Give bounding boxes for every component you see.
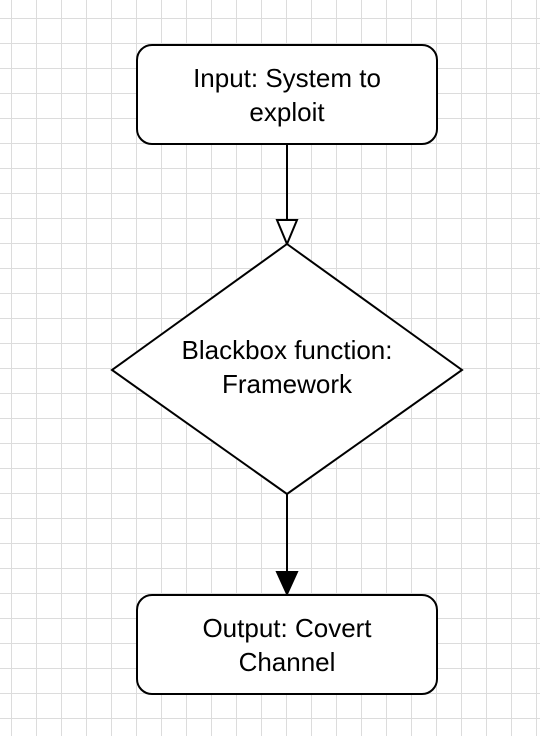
open-arrowhead-icon [275, 219, 299, 247]
output-node[interactable] [136, 594, 438, 695]
blackbox-node[interactable] [110, 242, 464, 496]
filled-arrowhead-icon [275, 571, 299, 597]
input-node[interactable] [136, 44, 438, 145]
